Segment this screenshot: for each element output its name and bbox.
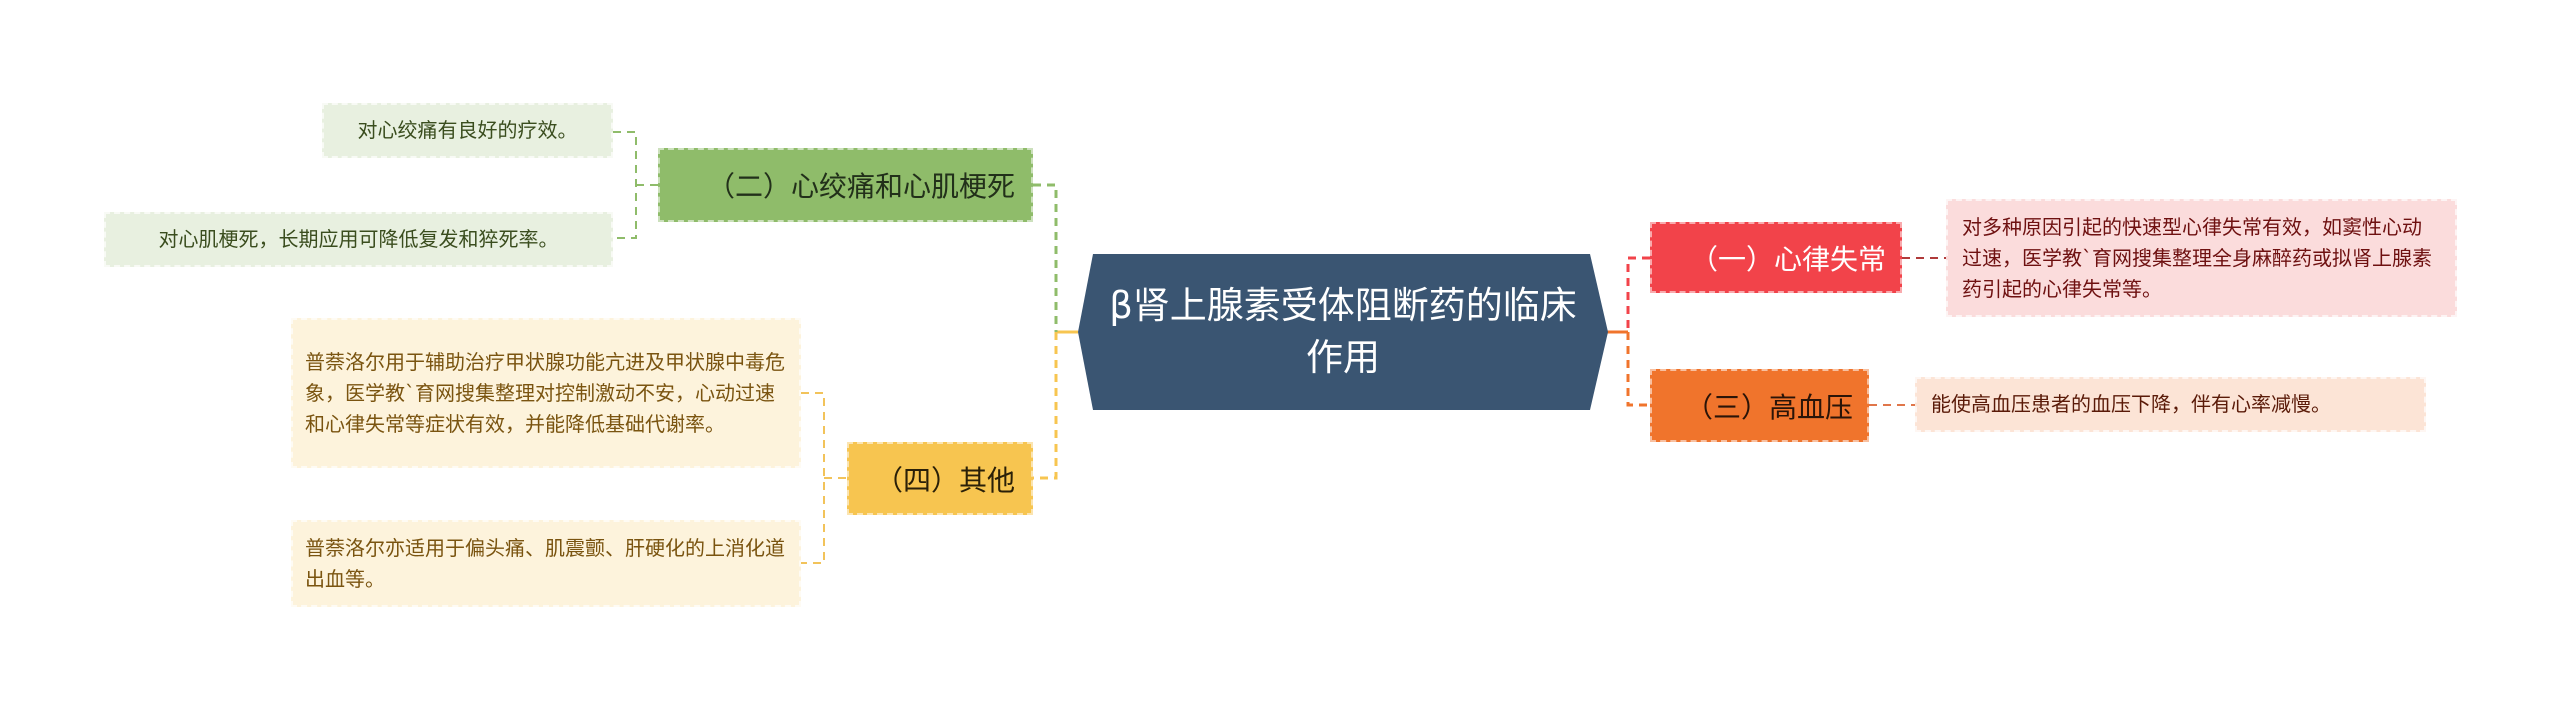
leaf-text: 普萘洛尔亦适用于偏头痛、肌震颤、肝硬化的上消化道出血等。 [305,535,785,591]
branch-arrhythmia[interactable]: （一）心律失常 [1650,222,1902,293]
leaf-text: 普萘洛尔用于辅助治疗甲状腺功能亢进及甲状腺中毒危象，医学教`育网搜集整理对控制激… [305,349,785,436]
root-title: β肾上腺素受体阻断药的临床作用 [1109,284,1577,379]
leaf-other-uses[interactable]: 普萘洛尔亦适用于偏头痛、肌震颤、肝硬化的上消化道出血等。 [291,520,801,607]
branch-label: （三）高血压 [1684,390,1853,424]
branch-label: （一）心律失常 [1689,242,1886,276]
leaf-arrhythmia[interactable]: 对多种原因引起的快速型心律失常有效，如窦性心动过速，医学教`育网搜集整理全身麻醉… [1946,199,2457,317]
root-node[interactable]: β肾上腺素受体阻断药的临床作用 [1078,254,1608,410]
leaf-text: 对心绞痛有良好的疗效。 [357,118,578,142]
leaf-text: 对多种原因引起的快速型心律失常有效，如窦性心动过速，医学教`育网搜集整理全身麻醉… [1962,214,2432,301]
branch-angina-mi[interactable]: （二）心绞痛和心肌梗死 [658,148,1033,222]
leaf-hypertension[interactable]: 能使高血压患者的血压下降，伴有心率减慢。 [1915,377,2426,432]
branch-label: （四）其他 [874,463,1015,497]
branch-label: （二）心绞痛和心肌梗死 [706,170,1015,203]
branch-other[interactable]: （四）其他 [847,442,1033,515]
leaf-myocardial-infarction[interactable]: 对心肌梗死，长期应用可降低复发和猝死率。 [104,212,613,267]
leaf-text: 能使高血压患者的血压下降，伴有心率减慢。 [1931,392,2331,416]
leaf-hyperthyroidism[interactable]: 普萘洛尔用于辅助治疗甲状腺功能亢进及甲状腺中毒危象，医学教`育网搜集整理对控制激… [291,318,801,468]
branch-hypertension[interactable]: （三）高血压 [1650,369,1869,442]
leaf-angina[interactable]: 对心绞痛有良好的疗效。 [322,103,613,158]
leaf-text: 对心肌梗死，长期应用可降低复发和猝死率。 [158,227,559,251]
